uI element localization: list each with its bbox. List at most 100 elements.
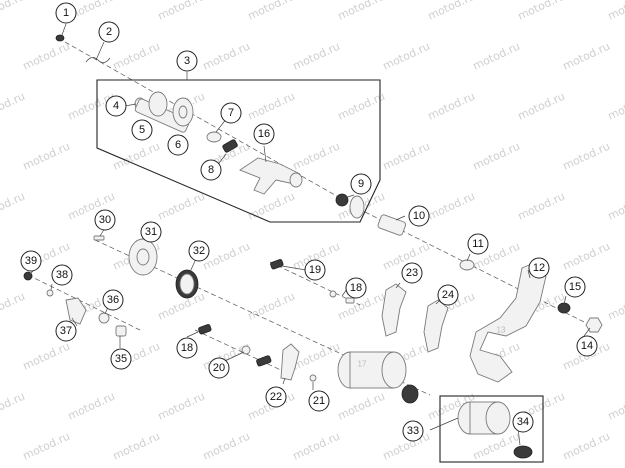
watermark-text: motod.ru	[111, 40, 162, 73]
callout-label: 23	[406, 267, 418, 279]
callout-18: 18	[176, 337, 198, 359]
callout-13: 13	[497, 326, 506, 335]
callout-circle	[55, 320, 77, 342]
watermark-text: motod.ru	[561, 140, 612, 173]
callout-circle	[345, 277, 367, 299]
callout-2: 2	[98, 21, 120, 43]
watermark-text: motod.ru	[0, 390, 27, 423]
callout-24: 24	[437, 284, 459, 306]
watermark-text: motod.ru	[21, 40, 72, 73]
callout-circle	[102, 289, 124, 311]
callout-17: 17	[358, 360, 367, 369]
callout-layer: 1234567891011121415161819202122232430313…	[20, 2, 598, 442]
watermark-text: motod.ru	[0, 190, 27, 223]
callout-35: 35	[110, 348, 132, 370]
watermark-text: motod.ru	[156, 390, 207, 423]
watermark-text: motod.ru	[336, 90, 387, 123]
callout-circle	[402, 420, 424, 442]
callout-18: 18	[345, 277, 367, 299]
callout-circle	[437, 284, 459, 306]
callout-circle	[253, 123, 275, 145]
callout-32: 32	[188, 240, 210, 262]
watermark-text: motod.ru	[156, 0, 207, 23]
callout-label: 6	[175, 139, 181, 151]
callout-33: 33	[402, 420, 424, 442]
callout-31: 31	[140, 221, 162, 243]
callout-circle	[51, 264, 73, 286]
callout-label: 18	[350, 282, 362, 294]
part-bearing-9	[335, 193, 365, 219]
callout-9: 9	[350, 173, 372, 195]
part-arm-37	[65, 297, 87, 325]
callout-label: 18	[181, 342, 193, 354]
callout-label: 19	[309, 264, 321, 276]
callout-label: 10	[413, 210, 425, 222]
callout-circle	[140, 221, 162, 243]
callout-circle	[94, 209, 116, 231]
leader-lines	[29, 23, 591, 446]
callout-34: 34	[512, 411, 534, 433]
callout-label: 8	[208, 164, 214, 176]
callout-label: 38	[56, 269, 68, 281]
callout-16: 16	[253, 123, 275, 145]
callout-label: 20	[213, 362, 225, 374]
callout-circle	[98, 21, 120, 43]
part-pin-1	[55, 34, 65, 42]
part-pins-18-upper	[329, 290, 355, 304]
callout-circle	[208, 357, 230, 379]
part-washer-20	[241, 345, 251, 355]
part-bolt-30	[93, 235, 105, 241]
watermark-text: motod.ru	[516, 0, 567, 23]
watermark-text: motod.ru	[246, 90, 297, 123]
watermark-text: motod.ru	[0, 290, 27, 323]
part-fork-24	[423, 299, 449, 353]
callout-11: 11	[467, 233, 489, 255]
callout-circle	[350, 173, 372, 195]
watermark-text: motod.ru	[0, 90, 27, 123]
watermark-text: motod.ru	[561, 240, 612, 273]
callout-label: 24	[442, 289, 454, 301]
callout-22: 22	[265, 386, 287, 408]
callout-39: 39	[20, 250, 42, 272]
callout-label: 14	[581, 340, 593, 352]
callout-circle	[408, 205, 430, 227]
callout-1: 1	[55, 2, 77, 24]
callout-circle	[265, 386, 287, 408]
callout-label: 39	[25, 255, 37, 267]
callout-circle	[176, 50, 198, 72]
callout-19: 19	[304, 259, 326, 281]
watermark-text: motod.ru	[471, 40, 522, 73]
callout-label: 12	[533, 262, 545, 274]
callout-12: 12	[528, 257, 550, 279]
part-washer-7	[206, 131, 222, 143]
part-spring-18-lower	[198, 324, 212, 335]
callout-circle	[167, 134, 189, 156]
watermark-text: motod.ru	[291, 140, 342, 173]
watermark-text: motod.ru	[201, 40, 252, 73]
watermark-text: motod.ru	[561, 430, 612, 463]
callout-label: 11	[472, 238, 483, 250]
part-lever-assembly-16	[239, 157, 303, 195]
callout-4: 4	[105, 95, 127, 117]
watermark-text: motod.ru	[246, 290, 297, 323]
part-cam-6	[172, 97, 194, 127]
callout-label: 1	[63, 7, 69, 19]
callout-14: 14	[576, 335, 598, 357]
watermark-text: motod.ru	[111, 140, 162, 173]
callout-6: 6	[167, 134, 189, 156]
callout-circle	[55, 2, 77, 24]
callout-label: 3	[184, 55, 190, 67]
callout-label: 4	[113, 100, 119, 112]
part-pin-21	[309, 374, 317, 382]
watermark-text: motod.ru	[426, 90, 477, 123]
part-pin-38	[46, 289, 54, 297]
callout-circle	[512, 411, 534, 433]
part-seal-34	[513, 445, 533, 459]
callout-label: 9	[358, 178, 364, 190]
part-spring-8	[222, 139, 238, 153]
part-hub-31	[128, 238, 158, 276]
watermark-text: motod.ru	[0, 0, 27, 23]
callout-label: 36	[107, 294, 119, 306]
part-washer-11	[459, 259, 475, 271]
